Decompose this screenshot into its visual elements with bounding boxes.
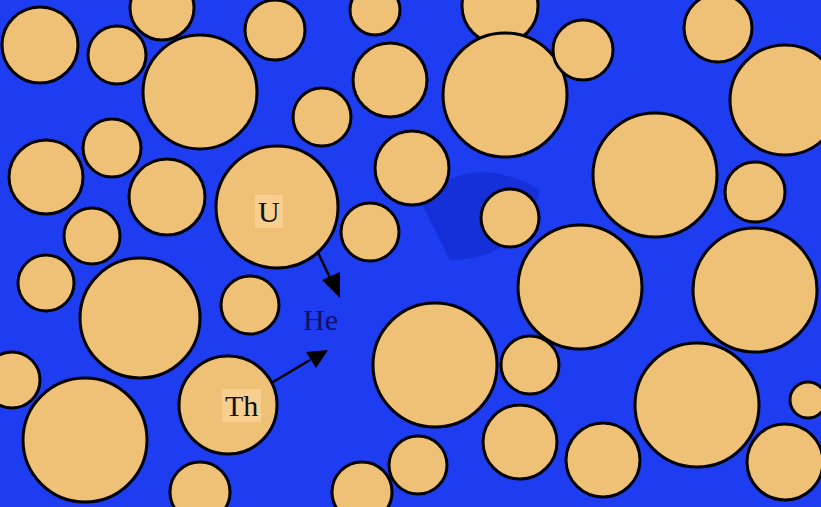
element-label: Th	[222, 389, 261, 422]
mineral-grain: U	[215, 145, 339, 269]
mineral-grain: Th	[178, 355, 278, 455]
element-label: U	[255, 195, 283, 228]
element-label: He	[303, 303, 338, 336]
